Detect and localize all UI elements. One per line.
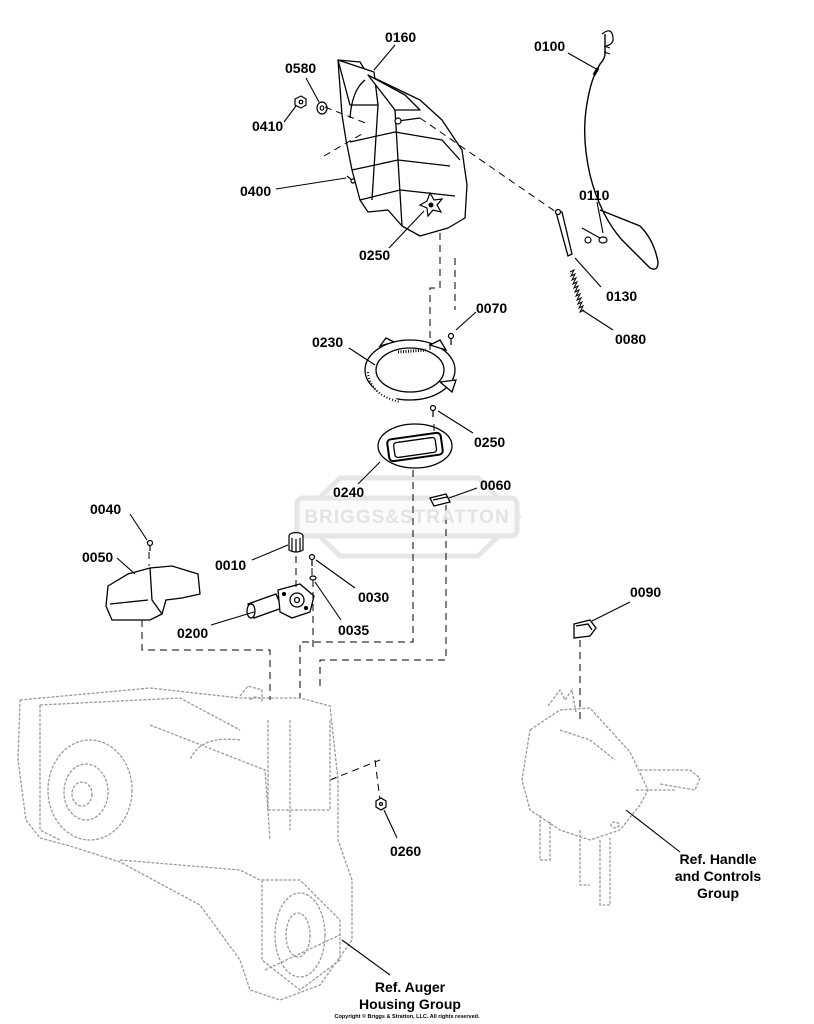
label-0240: 0240 <box>333 484 365 500</box>
ref-handle-line-1: Ref. Handle <box>679 851 757 867</box>
motor-0200 <box>246 583 315 619</box>
switch-0090 <box>573 619 597 639</box>
rod-0130 <box>554 208 573 257</box>
ref-handle-line-2: and Controls <box>674 868 762 884</box>
chute-ring-0230 <box>364 337 457 403</box>
label-0230: 0230 <box>312 334 344 350</box>
clip-0060 <box>429 493 451 507</box>
label-0050: 0050 <box>82 549 114 565</box>
washer-0035 <box>309 575 317 581</box>
screw-0250-lower <box>429 404 437 417</box>
label-0160: 0160 <box>385 29 417 45</box>
label-0200: 0200 <box>177 625 209 641</box>
copyright-notice: Copyright © Briggs & Stratton, LLC. All … <box>334 1014 480 1020</box>
nut-0260 <box>375 797 387 811</box>
ref-handle-controls-group: Ref. Handle and Controls Group <box>664 851 772 902</box>
pivot-bolt <box>394 117 421 125</box>
label-0110: 0110 <box>579 187 610 203</box>
motor-cover-0050 <box>105 565 201 621</box>
label-0400: 0400 <box>240 183 272 199</box>
handle-controls-reference <box>521 688 701 906</box>
screw-0030 <box>308 553 316 566</box>
washer-0580 <box>316 101 328 115</box>
label-0030: 0030 <box>358 589 390 605</box>
label-0070: 0070 <box>476 300 508 316</box>
briggs-stratton-logo-watermark <box>294 475 522 559</box>
label-0410: 0410 <box>252 118 284 134</box>
ref-auger-line-2: Housing Group <box>359 996 461 1012</box>
label-0040: 0040 <box>90 501 122 517</box>
screw-0040 <box>146 539 154 551</box>
label-0035: 0035 <box>338 622 370 638</box>
label-0250-upper: 0250 <box>359 247 391 263</box>
label-0080: 0080 <box>615 331 647 347</box>
gear-0010 <box>288 531 304 553</box>
leader-lines <box>116 44 681 976</box>
ref-handle-line-3: Group <box>697 885 739 901</box>
auger-housing-reference <box>17 685 353 1001</box>
label-0090: 0090 <box>630 584 662 600</box>
chute-deflector-0160 <box>337 59 468 237</box>
nut-0410 <box>294 95 307 109</box>
assembly-lines <box>141 106 581 801</box>
label-0060: 0060 <box>480 477 512 493</box>
ref-auger-housing-group: Ref. Auger Housing Group <box>350 979 470 1013</box>
control-cable-0100 <box>583 30 659 270</box>
label-0100: 0100 <box>534 38 566 54</box>
label-0260: 0260 <box>390 843 422 859</box>
cable-end-0110 <box>581 227 608 244</box>
label-0010: 0010 <box>215 557 247 573</box>
screw-0400 <box>346 175 356 184</box>
label-0580: 0580 <box>285 60 317 76</box>
watermark-text: BRIGGS&STRATTON <box>304 507 510 528</box>
label-0130: 0130 <box>606 288 638 304</box>
ref-auger-line-1: Ref. Auger <box>374 979 446 995</box>
spring-0080 <box>569 268 585 314</box>
label-0250-lower: 0250 <box>474 434 506 450</box>
screw-0070 <box>447 332 455 345</box>
base-plate-0240 <box>377 423 453 469</box>
